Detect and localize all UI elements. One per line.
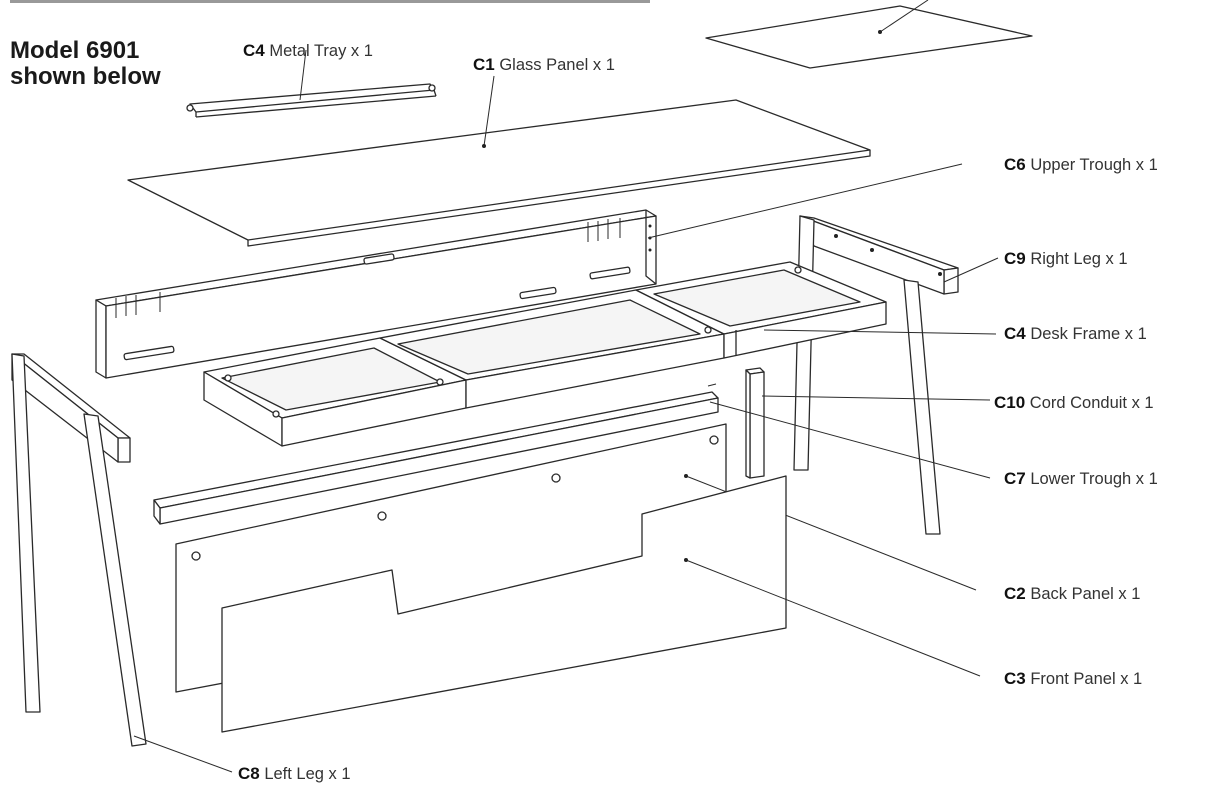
model-title-line2: shown below [10, 63, 161, 90]
model-title-line1: Model 6901 [10, 37, 140, 64]
label-glass-panel: C1 Glass Panel x 1 [473, 55, 615, 74]
label-right-leg: C9 Right Leg x 1 [1004, 249, 1128, 268]
right-leg-part [794, 216, 998, 534]
small-glass-panel [706, 0, 1032, 68]
front-panel-part [222, 476, 980, 732]
label-desk-frame: C4 Desk Frame x 1 [1004, 324, 1147, 343]
metal-tray-part [187, 50, 436, 117]
label-upper-trough: C6 Upper Trough x 1 [1004, 155, 1158, 174]
left-leg-part [12, 354, 232, 772]
label-left-leg: C8 Left Leg x 1 [238, 764, 351, 783]
label-metal-tray: C4 Metal Tray x 1 [243, 41, 373, 60]
label-back-panel: C2 Back Panel x 1 [1004, 584, 1141, 603]
label-front-panel: C3 Front Panel x 1 [1004, 669, 1143, 688]
cord-conduit-part [746, 368, 990, 478]
model-title: Model 6901 shown below [10, 38, 161, 90]
glass-panel-part [128, 76, 870, 246]
upper-trough-part [96, 164, 962, 378]
cropped-header-text [10, 0, 650, 3]
label-cord-conduit: C10 Cord Conduit x 1 [994, 393, 1154, 412]
label-lower-trough: C7 Lower Trough x 1 [1004, 469, 1158, 488]
lower-trough-part [154, 384, 990, 524]
desk-frame-part [204, 262, 996, 446]
